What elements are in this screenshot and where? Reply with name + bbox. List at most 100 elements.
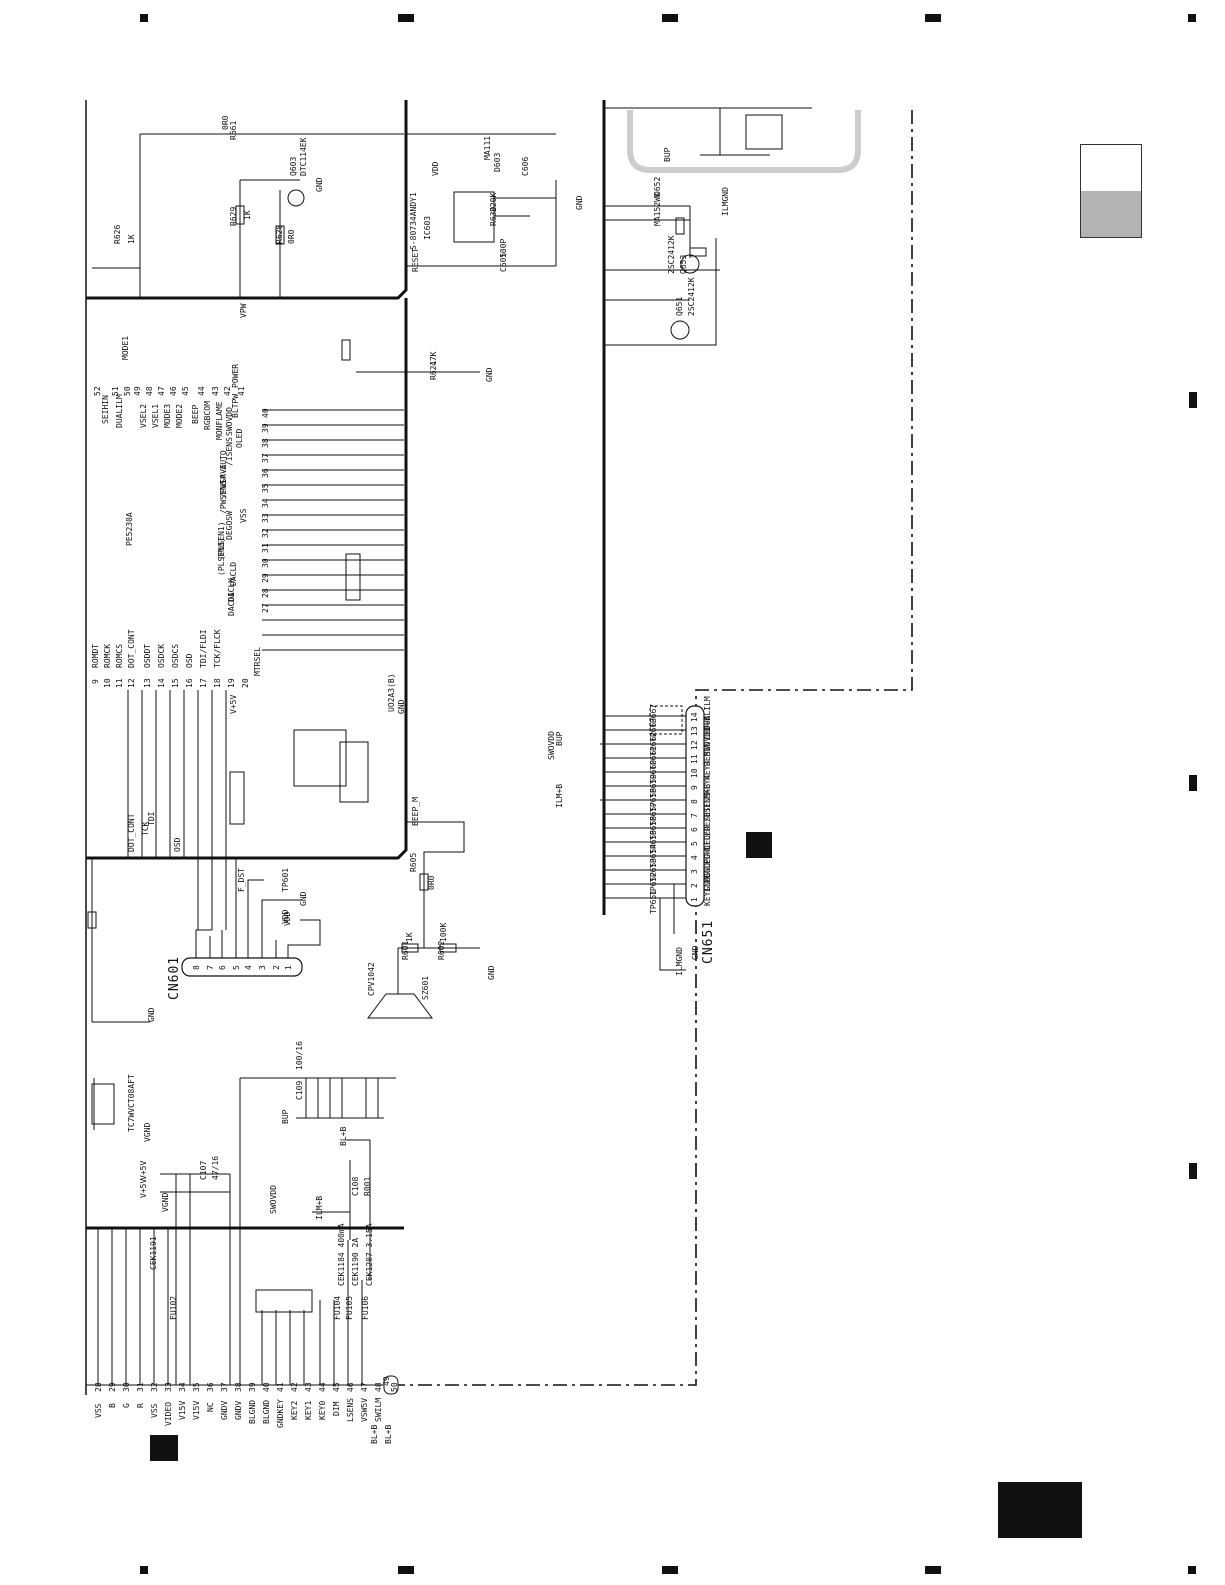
lower-pin-32-name: VSS [150,1403,159,1418]
buzzer-sz601 [367,993,433,1019]
net-beep-m: BEEP_M [411,797,420,826]
cn601-pin-7: 7 [206,965,215,970]
part-uo: UO2A3(B) [387,673,396,712]
cn651-pin-2: 2 [690,883,699,888]
cn601-pin-5: 5 [232,965,241,970]
lower-pin-46-name: LSENS [346,1397,355,1422]
cn651-pin-9: 9 [690,785,699,790]
registration-mark [1189,392,1197,408]
part-c107-val: 47/16 [211,1155,220,1180]
cn601-pin-6: 6 [218,965,227,970]
lower-pin-35-name: V15V [192,1400,201,1420]
cn651-pin-14-name: DUALILM [703,696,712,730]
lower-pin-33-name: VIDEO [164,1401,173,1426]
part-q603-part: DTC114EK [299,137,308,176]
lower-connector-pin-wires [97,1228,363,1385]
registration-mark [925,14,941,22]
registration-mark [140,1566,148,1574]
pin-33: 33 [261,513,270,523]
lower-pin-42: 42 [290,1382,299,1392]
lower-pin-39: 39 [248,1382,257,1392]
pin-32: 32 [261,528,270,538]
cn601-pin-wires [195,858,321,958]
lower-pin-44: 44 [318,1382,327,1392]
ic-left-pin-wires [127,690,227,930]
net-ilmb-upper: ILM+B [555,783,564,808]
part-r602: R602 [437,940,446,960]
net-bup-lower: BUP [281,1109,290,1124]
part-sz601: SZ601 [421,975,430,1000]
pin-14-name: OSDCK [157,643,166,668]
pin-48-name: VSEL1 [151,403,160,428]
square-marker [150,1435,178,1461]
cn601-net-gnd: GND [299,891,308,906]
net-vdd-ic603: VDD [431,161,440,176]
pin-12-name: DOT_CONT [127,629,136,668]
callout-box [627,110,861,173]
net-ilmb-lower: ILM+B [315,1195,324,1220]
lower-pin-50: 50 [390,1382,399,1392]
pin-20-name: MTRSEL [253,647,262,676]
cn601-net-fdst: F_DST [237,867,246,892]
cn651-pin-3: 3 [690,869,699,874]
pin-29: 29 [261,573,270,583]
pin-39-name: SWOVDD [225,407,234,436]
cn651-pin-10: 10 [690,768,699,778]
pin-38: 38 [261,438,270,448]
cn601-net-osd: OSD [173,837,182,852]
cn601-pin-8: 8 [192,965,201,970]
cn601-pin-1: 1 [284,965,293,970]
part-q651-part: 2SC2412K [687,277,696,316]
lower-pin-41-name: GNDKEY [276,1399,285,1428]
pin-51-name: DUALILM [115,394,124,428]
lower-pin-40-name: BLGND [262,1399,271,1424]
part-r602-val: 100K [439,922,448,942]
resistor-array-r616 [345,553,361,601]
part-d603-part: MA111 [483,135,492,160]
lower-pin-31-name: R [136,1403,145,1408]
lower-pin-38-name: GNDV [234,1400,243,1420]
pin-50-name: MODE1 [121,335,130,360]
lower-pin-37: 37 [220,1382,229,1392]
pin-41-name: VPW [239,303,248,318]
cn651-pin-11: 11 [690,754,699,764]
lower-pin-30: 30 [122,1382,131,1392]
pin-47: 47 [157,386,166,396]
pin-13: 13 [143,678,152,688]
part-c109: C109 [295,1080,304,1100]
connector-cn651-body [685,705,705,907]
pin-45-name: BEEP [191,404,200,424]
part-c606: C606 [521,156,530,176]
part-q653: Q653 [679,254,688,274]
part-c108: C108 [351,1176,360,1196]
net-vdd-cn601: VDD [281,909,290,924]
net-gnd-r621: GND [485,367,494,382]
cn651-pin-8: 8 [690,799,699,804]
cn601-net-dotcont: DOT_CONT [127,813,136,852]
pin-49-name: VSEL2 [139,403,148,428]
net-v5-lower-a: V+5V [139,1160,148,1180]
pin-27-name: DACDI [227,591,236,616]
transistor-q651 [670,320,690,340]
pin-30: 30 [261,558,270,568]
part-r629: R629 [229,206,238,226]
section-tab-shade [1081,191,1141,237]
registration-mark [1189,775,1197,791]
registration-mark [398,1566,414,1574]
ic-right-pin-wires [262,409,404,651]
part-r630-val: 220K [489,192,498,212]
net-bup-callout: BUP [663,147,672,162]
ic-tc74-lower [91,1083,115,1125]
net-gnd-q603: GND [315,177,324,192]
dip-switch-key-array [255,1289,313,1313]
lower-pin-35: 35 [192,1382,201,1392]
cn601-ref: CN601 [167,955,182,1000]
pin-28: 28 [261,588,270,598]
net-swovdd-lower: SWOVDD [269,1185,278,1214]
section-tab [1080,144,1142,238]
page-corner-block [998,1482,1082,1538]
lower-pin-44-name: KEY0 [318,1400,327,1420]
part-c108-val: R001 [363,1176,372,1196]
dashed-part-r654 [649,705,683,735]
net-swovdd-upper: SWOVDD [547,731,556,760]
